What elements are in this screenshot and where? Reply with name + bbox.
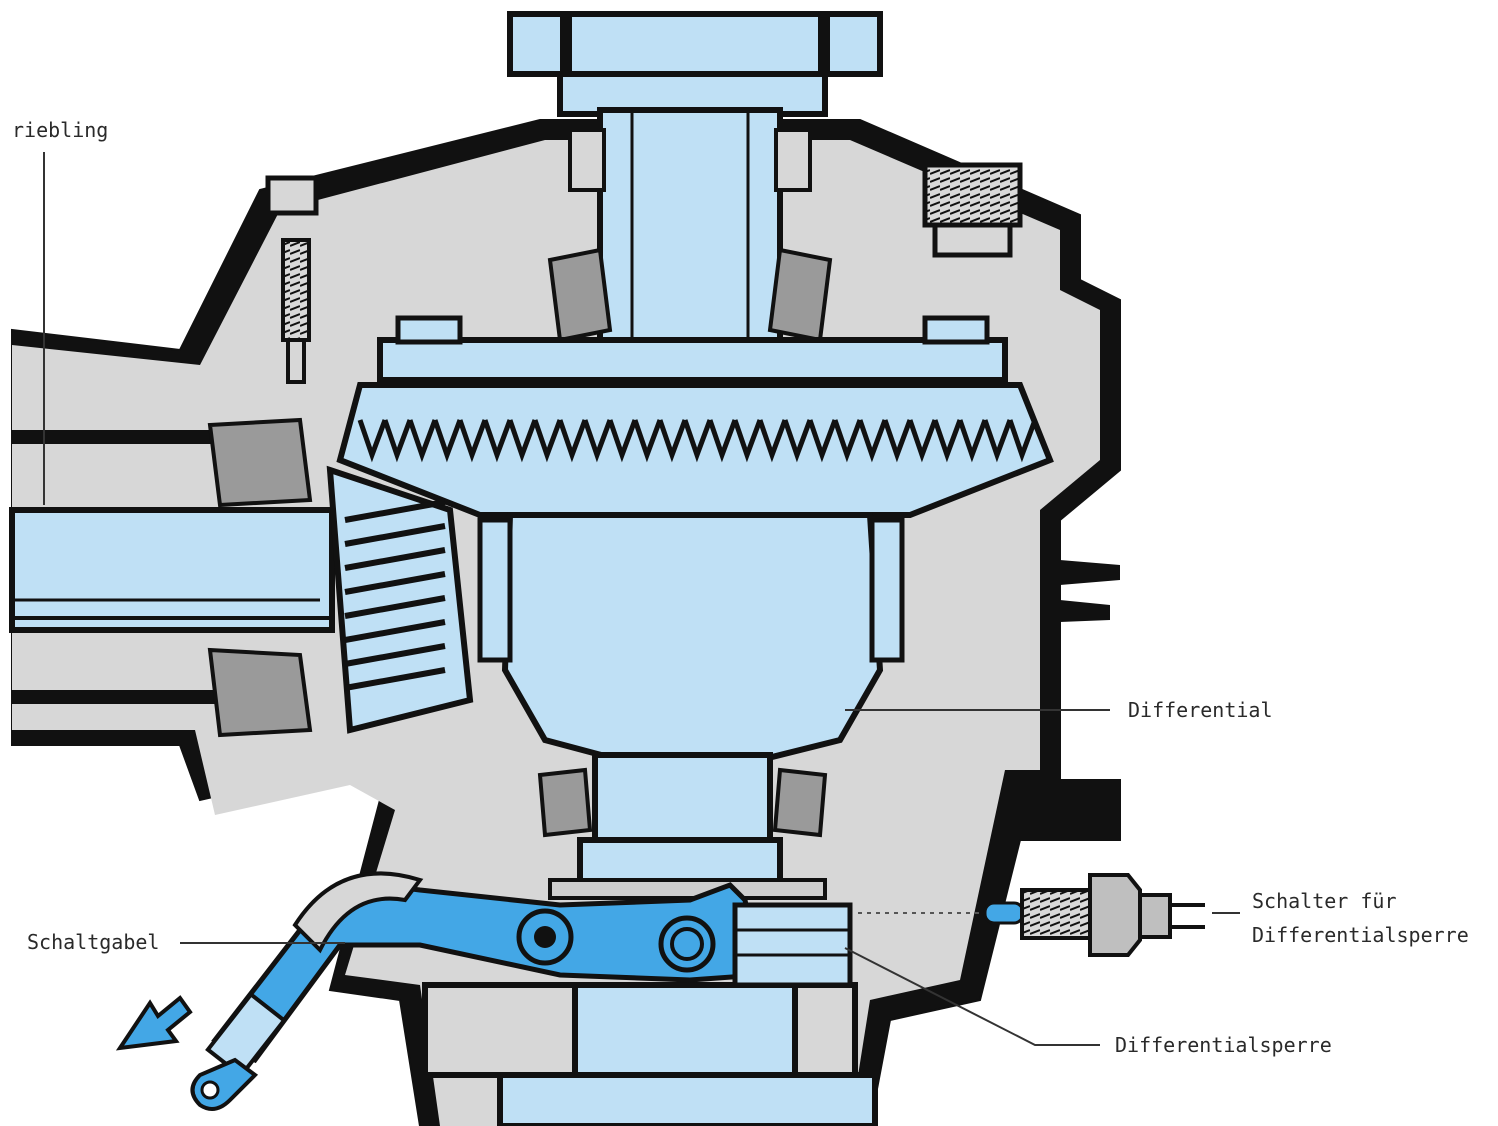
top-left-bolt-tip [286,338,306,384]
ring-gear-tooth [557,419,588,463]
switch-hex-nut [1088,873,1142,957]
ring-gear-tooth [882,419,913,463]
ring-gear-tooth [982,419,1013,463]
ring-gear-tooth [682,419,713,463]
fork-rod-eye [190,1057,259,1111]
pinion-tube-wall-bottom [12,690,222,704]
lower-flange [497,1072,878,1126]
diff-lock-sleeve [732,902,853,988]
label-differential: Differential [1128,698,1273,722]
output-shaft-collar [577,837,783,888]
pinion-gear-tooth [344,571,446,595]
diff-case-side-left [477,517,513,663]
ring-gear-tooth [707,419,738,463]
pinion-gear-tooth [344,523,446,547]
bolt-head-right [922,315,990,345]
ring-gear-tooth [732,419,763,463]
ring-gear-tooth [357,419,388,463]
housing-fin-upper [1060,560,1120,585]
ring-gear-tooth [932,419,963,463]
ring-gear-tooth [757,419,788,463]
pinion-gear-teeth [344,499,446,691]
top-left-spring [281,238,311,342]
label-pinion: riebling [12,118,109,142]
top-left-bolt-cap [265,175,319,216]
ring-gear-tooth [457,419,488,463]
pinion-gear-tooth [344,667,446,691]
switch-body [1138,893,1172,939]
label-shift-fork: Schaltgabel [27,930,160,954]
pinion-bearing-lower [207,647,313,738]
ring-gear-tooth [657,419,688,463]
ring-gear-carrier-plate [377,337,1008,383]
pinion-gear-tooth [344,643,446,667]
pinion-shaft [9,507,335,633]
lower-roller-bearing-right [772,767,828,838]
lower-roller-bearing-left [537,767,593,838]
ring-gear-tooth [382,419,413,463]
ring-gear-tooth [1007,419,1038,463]
upper-roller-bearing-left [547,247,613,343]
ring-gear-tooth [782,419,813,463]
pinion-gear-tooth [344,499,446,523]
fork-pivot-pin-center [534,926,556,948]
lock-splines [548,878,827,900]
leader-diff-lock [844,947,1100,1046]
ring-gear-tooth [832,419,863,463]
ring-gear-tooth [407,419,438,463]
ring-gear-tooth [482,419,513,463]
shift-fork-boot [292,871,424,954]
breather-stem [932,222,1013,258]
ring-gear-tooth [582,419,613,463]
pinion-tube-wall-top [12,430,222,444]
fork-pivot-bushing [658,915,716,973]
fork-pivot-bushing-inner [670,927,704,961]
ring-gear-tooth [532,419,563,463]
upper-seal-right [774,128,812,192]
label-switch-line2: Differentialsperre [1252,923,1469,947]
ring-gear-tooth [632,419,663,463]
breather-cap [922,162,1023,228]
upper-roller-bearing-right [767,247,833,343]
ring-gear-tooth [957,419,988,463]
label-switch-line1: Schalter für [1252,889,1397,913]
ring-gear-tooth [857,419,888,463]
diff-case-side-right [869,517,905,663]
switch-thread [1020,888,1092,940]
lower-shaft-stub [572,982,798,1078]
upper-seal-left [568,128,606,192]
output-shaft-upper [597,107,783,343]
bolt-head-left [395,315,463,345]
shift-direction-arrow [115,995,193,1051]
top-flange-bore-right [818,14,830,74]
top-flange-bore-left [560,14,572,74]
pinion-gear-tooth [344,619,446,643]
pinion-gear-tooth [344,547,446,571]
ring-gear-tooth [432,419,463,463]
ring-gear-tooth [807,419,838,463]
switch-plunger [983,901,1025,925]
ring-gear-tooth [607,419,638,463]
pinion-gear [326,465,474,734]
ring-gear-tooth [907,419,938,463]
label-diff-lock: Differentialsperre [1115,1033,1332,1057]
pinion-gear-tooth [344,595,446,619]
ring-gear-teeth [357,419,1038,463]
output-shaft-lower [592,752,773,843]
ring-gear-tooth [507,419,538,463]
housing-fin-middle [1060,600,1110,622]
differential-case [501,512,884,763]
pinion-bearing-upper [207,417,313,508]
